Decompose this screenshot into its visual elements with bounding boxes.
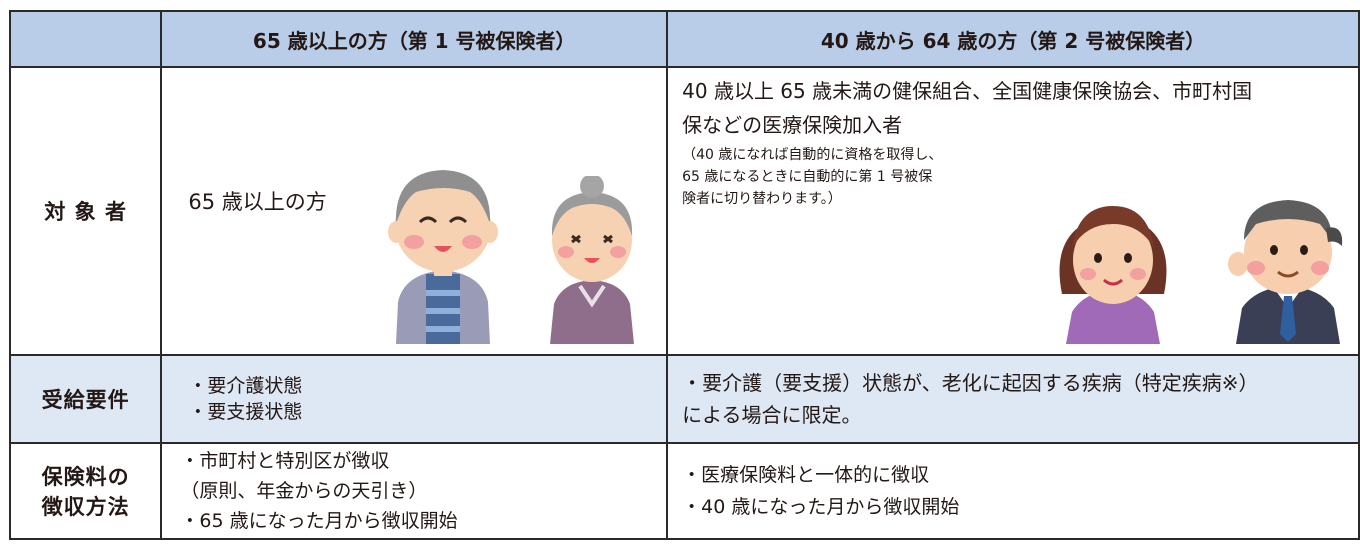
insurance-comparison-table: 65 歳以上の方（第 1 号被保険者） 40 歳から 64 歳の方（第 2 号被… — [8, 10, 1360, 540]
target-second-note3: 険者に切り替わります。） — [682, 191, 842, 207]
row-label-collection-line1: 保険料の — [41, 465, 130, 489]
row-label-target: 対 象 者 — [8, 66, 163, 356]
collection-first-line1: ・市町村と特別区が徴収 — [180, 450, 390, 472]
eligibility-first-line2: ・要支援状態 — [188, 401, 303, 423]
collection-first-line3: ・65 歳になった月から徴収開始 — [180, 510, 458, 532]
cell-target-second: 40 歳以上 65 歳未満の健保組合、全国健康保険協会、市町村国 保などの医療保… — [666, 66, 1360, 356]
eligibility-second-line1: ・要介護（要支援）状態が、老化に起因する疾病（特定疾病※） — [682, 371, 1259, 395]
row-label-collection-line2: 徴収方法 — [41, 495, 130, 519]
row-target: 対 象 者 65 歳以上の方 — [8, 66, 1360, 356]
target-first-text: 65 歳以上の方 — [188, 190, 327, 214]
cell-eligibility-first: ・要介護状態 ・要支援状態 — [160, 354, 669, 444]
header-second-insured: 40 歳から 64 歳の方（第 2 号被保険者） — [666, 10, 1360, 68]
middle-aged-woman-icon — [1059, 206, 1167, 344]
target-second-note2: 65 歳になるときに自動的に第 1 号被保 — [682, 169, 933, 185]
target-second-line2: 保などの医療保険加入者 — [682, 113, 903, 137]
eligibility-first-line1: ・要介護状態 — [188, 375, 303, 397]
cell-eligibility-second: ・要介護（要支援）状態が、老化に起因する疾病（特定疾病※） による場合に限定。 — [666, 354, 1360, 444]
row-eligibility: 受給要件 ・要介護状態 ・要支援状態 ・要介護（要支援）状態が、老化に起因する疾… — [8, 354, 1360, 444]
row-collection: 保険料の 徴収方法 ・市町村と特別区が徴収 （原則、年金からの天引き） ・65 … — [8, 442, 1360, 540]
target-second-note1: （40 歳になれば自動的に資格を取得し、 — [682, 147, 943, 163]
header-first-insured: 65 歳以上の方（第 1 号被保険者） — [160, 10, 669, 68]
row-label-eligibility: 受給要件 — [8, 354, 163, 444]
collection-second-line2: ・40 歳になった月から徴収開始 — [682, 496, 960, 518]
header-row: 65 歳以上の方（第 1 号被保険者） 40 歳から 64 歳の方（第 2 号被… — [8, 10, 1360, 68]
cell-target-first: 65 歳以上の方 — [160, 66, 669, 356]
row-label-collection: 保険料の 徴収方法 — [8, 442, 163, 540]
elderly-woman-icon — [550, 176, 635, 344]
target-second-line1: 40 歳以上 65 歳未満の健保組合、全国健康保険協会、市町村国 — [682, 79, 1253, 103]
header-corner — [8, 10, 163, 68]
cell-collection-second: ・医療保険料と一体的に徴収 ・40 歳になった月から徴収開始 — [666, 442, 1360, 540]
collection-second-line1: ・医療保険料と一体的に徴収 — [682, 464, 930, 486]
middle-aged-man-icon — [1228, 200, 1343, 344]
collection-first-line2: （原則、年金からの天引き） — [180, 480, 428, 502]
elderly-man-icon — [388, 170, 499, 344]
cell-collection-first: ・市町村と特別区が徴収 （原則、年金からの天引き） ・65 歳になった月から徴収… — [160, 442, 669, 540]
eligibility-second-line2: による場合に限定。 — [682, 403, 862, 427]
